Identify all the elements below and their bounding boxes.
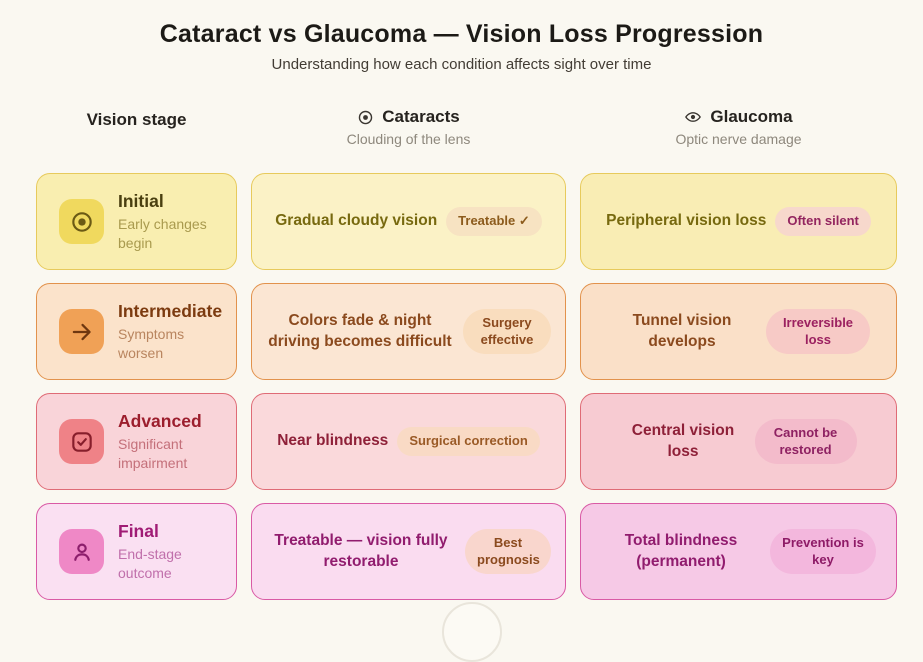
stage-text: Intermediate Symptoms worsen xyxy=(118,301,226,361)
stage-card-advanced: Advanced Significant impairment xyxy=(36,393,237,490)
cell-text: Total blindness (permanent) xyxy=(624,531,738,570)
target-icon xyxy=(357,109,374,126)
cell-text: Central vision loss xyxy=(631,421,735,460)
status-badge: Surgery effective xyxy=(463,308,551,355)
cataracts-cell: Gradual cloudy vision Treatable ✓ xyxy=(251,173,566,270)
cataracts-label: Cataracts xyxy=(382,107,460,126)
bottom-circle-decoration xyxy=(442,602,502,662)
glaucoma-cell: Tunnel vision develops Irreversible loss xyxy=(580,283,897,380)
stage-subtitle: Significant impairment xyxy=(118,436,188,471)
target-icon xyxy=(59,199,104,244)
stage-subtitle: Early changes begin xyxy=(118,216,207,251)
stage-card-final: Final End-stage outcome xyxy=(36,503,237,600)
stage-text: Final End-stage outcome xyxy=(118,521,226,581)
eye-icon xyxy=(684,108,702,126)
checkbox-icon xyxy=(59,419,104,464)
arrow-right-icon xyxy=(59,309,104,354)
glaucoma-cell: Total blindness (permanent) Prevention i… xyxy=(580,503,897,600)
person-icon xyxy=(59,529,104,574)
glaucoma-label: Glaucoma xyxy=(710,107,793,126)
status-badge: Treatable ✓ xyxy=(446,207,542,236)
status-badge: Prevention is key xyxy=(770,528,876,575)
stage-title: Initial xyxy=(118,191,164,212)
glaucoma-sublabel: Optic nerve damage xyxy=(675,131,802,147)
column-header-glaucoma: Glaucoma Optic nerve damage xyxy=(580,107,897,147)
status-badge: Often silent xyxy=(775,207,871,236)
stage-card-intermediate: Intermediate Symptoms worsen xyxy=(36,283,237,380)
glaucoma-cell: Central vision loss Cannot be restored xyxy=(580,393,897,490)
progression-grid: Initial Early changes begin Gradual clou… xyxy=(0,173,923,600)
status-badge: Best prognosis xyxy=(465,528,551,575)
cataracts-sublabel: Clouding of the lens xyxy=(346,131,471,147)
column-header-cataracts: Cataracts Clouding of the lens xyxy=(251,107,566,147)
cell-text: Gradual cloudy vision xyxy=(275,212,438,230)
column-headers: Vision stage Cataracts Clouding of the l… xyxy=(0,107,923,147)
cataracts-cell: Near blindness Surgical correction xyxy=(251,393,566,490)
cell-text: Treatable — vision fully restorable xyxy=(274,531,448,570)
column-header-stage: Vision stage xyxy=(86,110,187,129)
status-badge: Cannot be restored xyxy=(754,418,857,465)
stage-subtitle: Symptoms worsen xyxy=(118,326,185,361)
page-title: Cataract vs Glaucoma — Vision Loss Progr… xyxy=(159,20,764,48)
cataracts-cell: Colors fade & night driving becomes diff… xyxy=(251,283,566,380)
stage-title: Intermediate xyxy=(118,301,223,322)
cell-text: Tunnel vision develops xyxy=(632,311,732,350)
stage-title: Final xyxy=(118,521,159,542)
stage-text: Initial Early changes begin xyxy=(118,191,226,251)
cell-text: Colors fade & night driving becomes diff… xyxy=(268,311,452,350)
status-badge: Surgical correction xyxy=(397,427,540,456)
cell-text: Near blindness xyxy=(277,432,389,450)
status-badge: Irreversible loss xyxy=(766,308,870,355)
cell-text: Peripheral vision loss xyxy=(606,212,767,230)
stage-text: Advanced Significant impairment xyxy=(118,411,226,471)
page-subtitle: Understanding how each condition affects… xyxy=(271,56,652,73)
cataracts-cell: Treatable — vision fully restorable Best… xyxy=(251,503,566,600)
glaucoma-cell: Peripheral vision loss Often silent xyxy=(580,173,897,270)
stage-card-initial: Initial Early changes begin xyxy=(36,173,237,270)
stage-subtitle: End-stage outcome xyxy=(118,546,182,581)
stage-title: Advanced xyxy=(118,411,202,432)
